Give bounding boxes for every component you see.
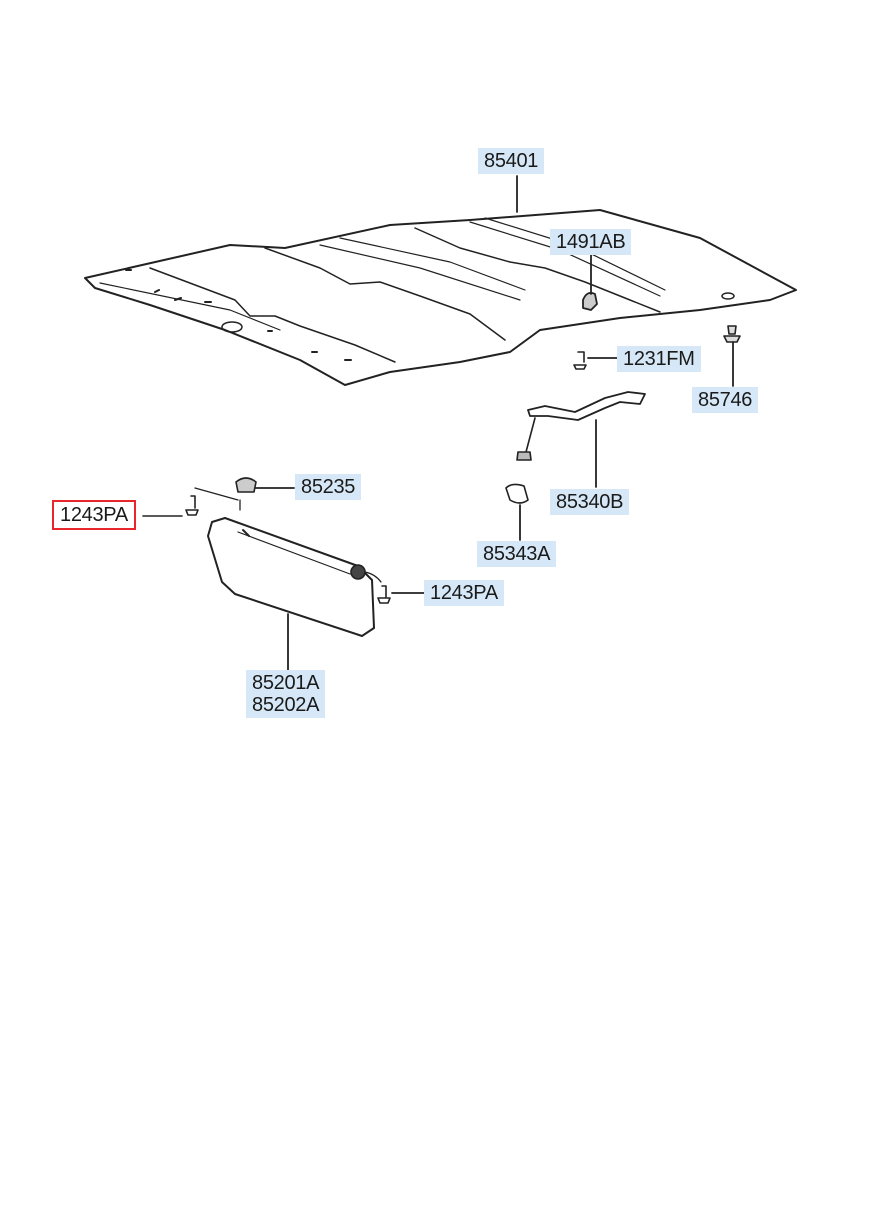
callout-1243PA-right[interactable]: 1243PA bbox=[424, 580, 504, 606]
callout-1243PA-left[interactable]: 1243PA bbox=[52, 500, 136, 530]
callout-85202A[interactable]: 85202A bbox=[252, 694, 320, 716]
callout-85746[interactable]: 85746 bbox=[692, 387, 759, 413]
callout-85340B[interactable]: 85340B bbox=[550, 489, 630, 515]
callout-85401[interactable]: 85401 bbox=[478, 148, 545, 174]
callout-85201A[interactable]: 85201A bbox=[252, 672, 320, 694]
callout-1231FM[interactable]: 1231FM bbox=[617, 346, 701, 372]
callout-85235[interactable]: 85235 bbox=[295, 474, 362, 500]
callout-1491AB[interactable]: 1491AB bbox=[550, 229, 632, 255]
callout-85343A[interactable]: 85343A bbox=[477, 541, 557, 567]
headliner-outline bbox=[84, 209, 797, 386]
callout-85201A-85202A[interactable]: 85201A 85202A bbox=[246, 670, 326, 718]
